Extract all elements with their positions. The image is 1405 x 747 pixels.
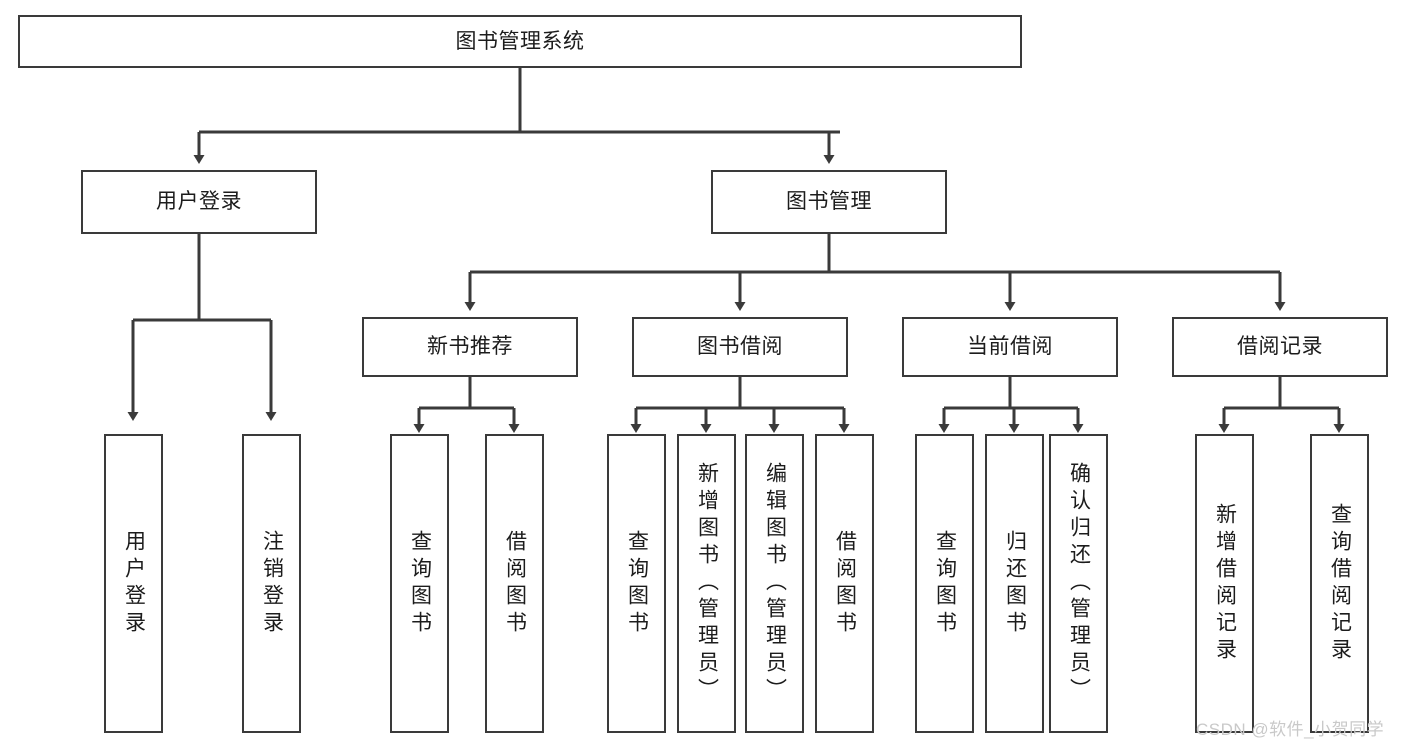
node-label: 新增图书（管理员） — [695, 462, 719, 705]
node-label: 借阅图书 — [833, 529, 857, 638]
node-label: 图书管理 — [786, 190, 872, 214]
node-leaf-query-book-2[interactable]: 查询图书 — [607, 434, 666, 733]
csdn-watermark: CSDN @软件_小贺同学 — [1196, 720, 1385, 739]
node-label: 用户登录 — [122, 529, 146, 638]
node-leaf-edit-book[interactable]: 编辑图书（管理员） — [745, 434, 804, 733]
node-label: 借阅图书 — [503, 529, 527, 638]
node-new-book-recommend[interactable]: 新书推荐 — [362, 317, 578, 377]
node-label: 归还图书 — [1003, 529, 1027, 638]
node-label: 新增借阅记录 — [1213, 502, 1237, 665]
node-label: 查询图书 — [625, 529, 649, 638]
node-label: 新书推荐 — [427, 335, 513, 359]
node-leaf-query-borrow-record[interactable]: 查询借阅记录 — [1310, 434, 1369, 733]
node-label: 用户登录 — [156, 190, 242, 214]
node-label: 注销登录 — [260, 529, 284, 638]
node-user-login[interactable]: 用户登录 — [81, 170, 317, 234]
node-label: 查询图书 — [408, 529, 432, 638]
node-current-borrow[interactable]: 当前借阅 — [902, 317, 1118, 377]
node-leaf-return-book[interactable]: 归还图书 — [985, 434, 1044, 733]
node-leaf-add-borrow-record[interactable]: 新增借阅记录 — [1195, 434, 1254, 733]
node-label: 图书管理系统 — [455, 29, 585, 53]
node-leaf-user-login[interactable]: 用户登录 — [104, 434, 163, 733]
node-borrow-record[interactable]: 借阅记录 — [1172, 317, 1388, 377]
node-book-borrow[interactable]: 图书借阅 — [632, 317, 848, 377]
node-book-management[interactable]: 图书管理 — [711, 170, 947, 234]
node-leaf-query-book-1[interactable]: 查询图书 — [390, 434, 449, 733]
node-leaf-borrow-book-2[interactable]: 借阅图书 — [815, 434, 874, 733]
node-label: 图书借阅 — [697, 335, 783, 359]
node-label: 查询借阅记录 — [1328, 502, 1352, 665]
node-leaf-query-book-3[interactable]: 查询图书 — [915, 434, 974, 733]
node-label: 确认归还（管理员） — [1067, 462, 1091, 705]
node-leaf-borrow-book-1[interactable]: 借阅图书 — [485, 434, 544, 733]
node-leaf-logout-login[interactable]: 注销登录 — [242, 434, 301, 733]
node-label: 当前借阅 — [967, 335, 1053, 359]
node-label: 借阅记录 — [1237, 335, 1323, 359]
node-label: 查询图书 — [933, 529, 957, 638]
node-leaf-add-book[interactable]: 新增图书（管理员） — [677, 434, 736, 733]
node-label: 编辑图书（管理员） — [763, 462, 787, 705]
node-leaf-confirm-return[interactable]: 确认归还（管理员） — [1049, 434, 1108, 733]
node-root-system[interactable]: 图书管理系统 — [18, 15, 1022, 68]
